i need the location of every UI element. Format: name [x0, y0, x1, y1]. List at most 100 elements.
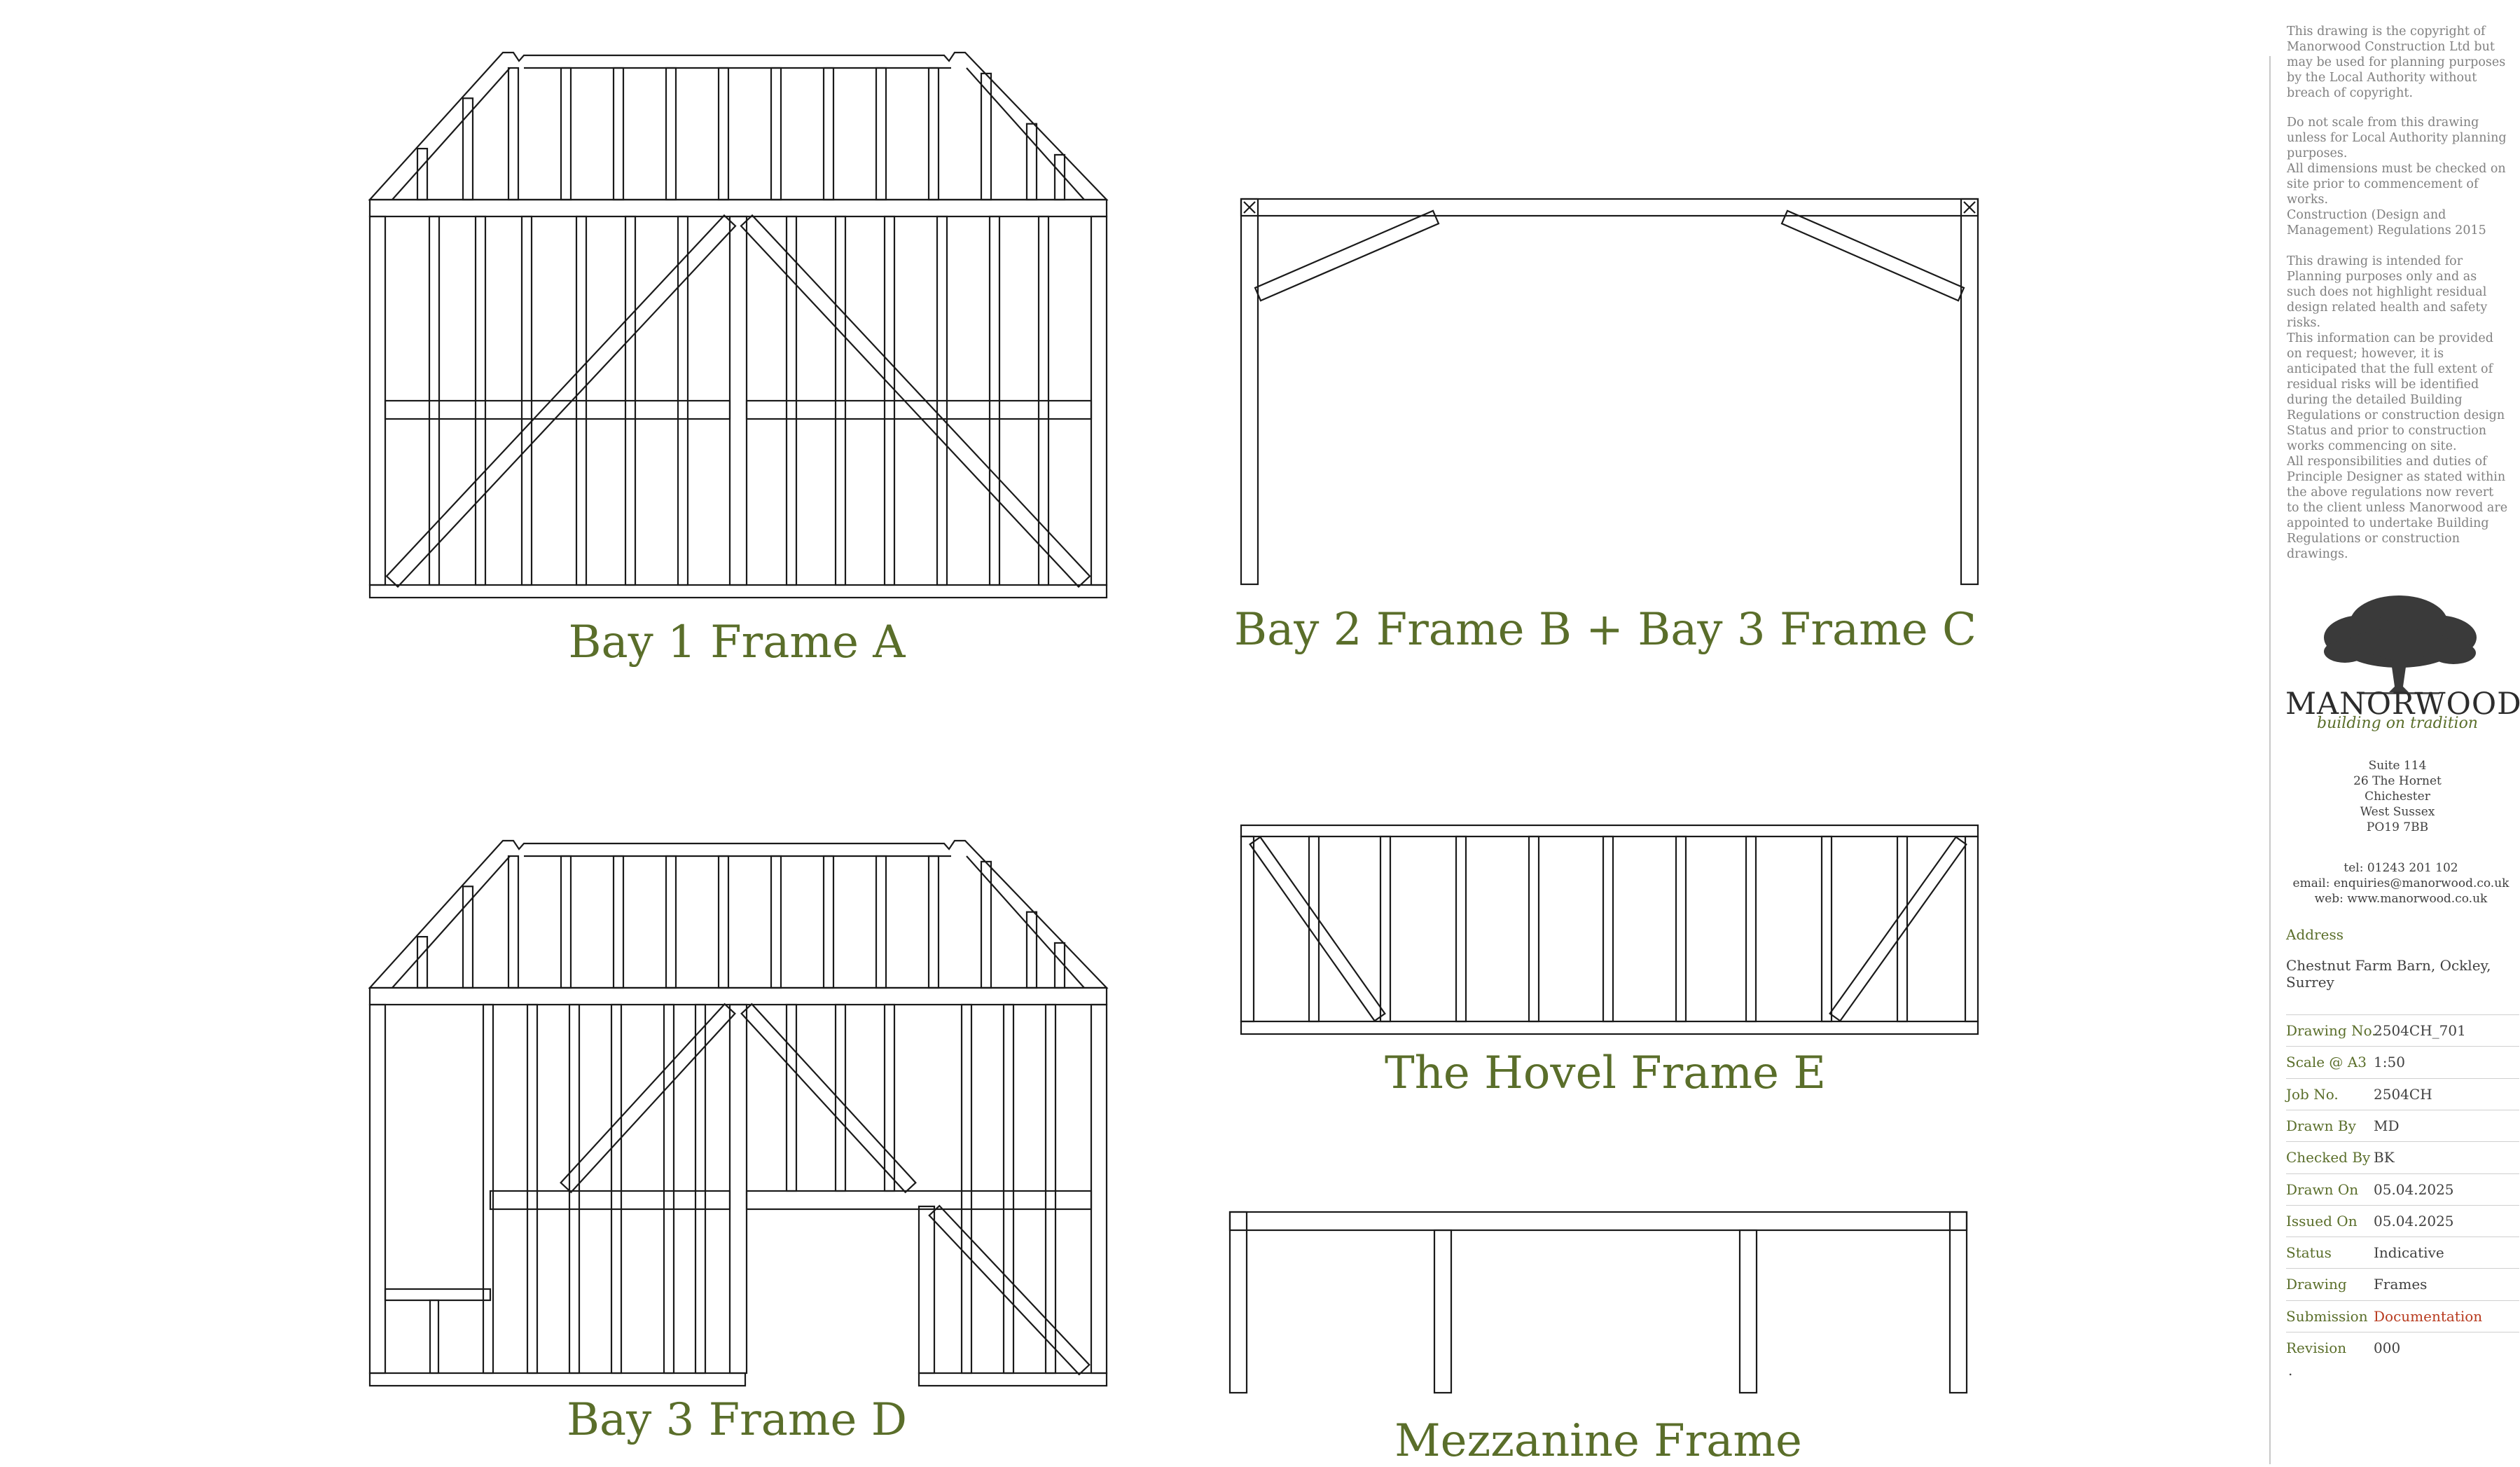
field-row: Drawing No.2504CH_701 — [2286, 1014, 2519, 1047]
gable-stud — [1025, 911, 1038, 989]
wall-stud — [988, 215, 1001, 586]
bay2-frame-label: Bay 2 Frame B + Bay 3 Frame C — [1234, 604, 1976, 656]
rafter-inner-left — [392, 855, 511, 989]
wall-stud — [1044, 1003, 1057, 1375]
wall-brace — [928, 1204, 1091, 1376]
sole-plate-left — [368, 1372, 747, 1387]
wall-stud — [1675, 835, 1687, 1023]
wall-brace — [560, 1003, 736, 1194]
wall-stud — [1745, 835, 1757, 1023]
wall-brace — [385, 214, 737, 588]
wall-stud — [482, 1003, 494, 1375]
top-beam — [1240, 198, 1979, 217]
post-left — [1228, 1211, 1248, 1394]
post-inner — [1433, 1229, 1453, 1394]
wall-stud — [960, 1003, 973, 1375]
field-value: 05.04.2025 — [2374, 1180, 2454, 1198]
low-rail — [384, 1288, 492, 1302]
gable-stud — [462, 886, 474, 989]
field-value: 2504CH — [2374, 1085, 2432, 1103]
wall-stud — [1896, 835, 1909, 1023]
end-post-right — [1964, 835, 1979, 1023]
gable-stud — [927, 855, 940, 989]
office-address-line: PO19 7BB — [2366, 820, 2429, 834]
mid-rail-right — [745, 1190, 1093, 1211]
field-value: 2504CH_701 — [2374, 1022, 2466, 1039]
oak-tree-icon — [2324, 595, 2477, 694]
post-right — [1090, 215, 1108, 586]
gable-stud — [822, 67, 835, 201]
post-left — [368, 1003, 387, 1375]
joint-mark — [1963, 201, 1976, 214]
sole-plate-right — [918, 1372, 1108, 1387]
field-label: Drawn By — [2286, 1117, 2356, 1134]
field-value: Documentation — [2374, 1307, 2483, 1325]
planning-note: This drawing is intended for Planning pu… — [2287, 254, 2488, 330]
wall-brace — [740, 1003, 917, 1194]
field-label: Drawn On — [2286, 1180, 2359, 1198]
office-address-line: 26 The Hornet — [2353, 774, 2442, 788]
wall-stud — [1820, 835, 1833, 1023]
gable-stud — [717, 67, 730, 201]
gable-stud — [507, 855, 520, 989]
end-post-left — [1240, 835, 1255, 1023]
dimensions-note: All dimensions must be checked on site p… — [2287, 162, 2506, 207]
wall-brace — [1829, 836, 1967, 1022]
bay3-frame-d-drawing — [368, 839, 1109, 1387]
office-address-line: Chichester — [2365, 790, 2430, 804]
copyright-note: This drawing is the copyright of Manorwo… — [2287, 25, 2506, 100]
mid-rail-left — [489, 1190, 731, 1211]
field-value: 05.04.2025 — [2374, 1212, 2454, 1230]
office-address-line: Suite 114 — [2368, 759, 2427, 773]
gable-stud — [980, 860, 992, 989]
wall-stud — [677, 215, 689, 586]
knee-brace — [1254, 209, 1440, 302]
gable-stud — [717, 855, 730, 989]
wall-stud — [1379, 835, 1392, 1023]
mezzanine-frame-drawing — [1228, 1211, 1968, 1394]
wall-stud — [883, 215, 896, 586]
post-right — [1960, 198, 1979, 586]
field-value: 1:50 — [2374, 1054, 2405, 1071]
field-value: 000 — [2374, 1339, 2401, 1356]
field-label: Issued On — [2286, 1212, 2358, 1230]
gable-stud — [665, 67, 677, 201]
field-label: Submission — [2286, 1307, 2368, 1325]
wall-stud — [663, 1003, 675, 1375]
field-row: Issued On 05.04.2025 — [2286, 1204, 2519, 1237]
wall-stud — [575, 215, 588, 586]
contact-email: email: enquiries@manorwood.co.uk — [2292, 876, 2509, 890]
field-row: Submission Documentation — [2286, 1300, 2519, 1332]
gable-stud — [1053, 153, 1066, 201]
gable-stud — [560, 855, 572, 989]
field-label: Revision — [2286, 1339, 2347, 1356]
title-block-divider — [2269, 56, 2271, 1464]
wall-stud — [1002, 1003, 1015, 1375]
sole-plate — [1240, 1020, 1979, 1035]
gable-stud — [1053, 942, 1066, 989]
field-row: Drawn By MD — [2286, 1109, 2519, 1142]
post-inner — [1738, 1229, 1758, 1394]
residual-risks-note: This information can be provided on requ… — [2287, 331, 2505, 453]
gable-roof-outline — [368, 51, 1109, 201]
contact-web: web: www.manorwood.co.uk — [2314, 892, 2488, 906]
field-value: MD — [2374, 1117, 2400, 1134]
gable-stud — [507, 67, 520, 201]
wall-stud — [694, 1003, 707, 1375]
tie-beam — [368, 198, 1108, 218]
post-right — [1090, 1003, 1108, 1375]
rafter-inner-right — [966, 855, 1085, 989]
bay1-frame-label: Bay 1 Frame A — [568, 617, 906, 668]
gable-stud — [612, 855, 625, 989]
gable-stud — [927, 67, 940, 201]
mid-rail-right — [745, 399, 1093, 420]
gable-roof-outline — [368, 839, 1109, 989]
field-row: Revision 000 — [2286, 1332, 2519, 1364]
gable-stud — [875, 67, 887, 201]
wall-stud — [1037, 215, 1050, 586]
wall-stud — [624, 215, 637, 586]
